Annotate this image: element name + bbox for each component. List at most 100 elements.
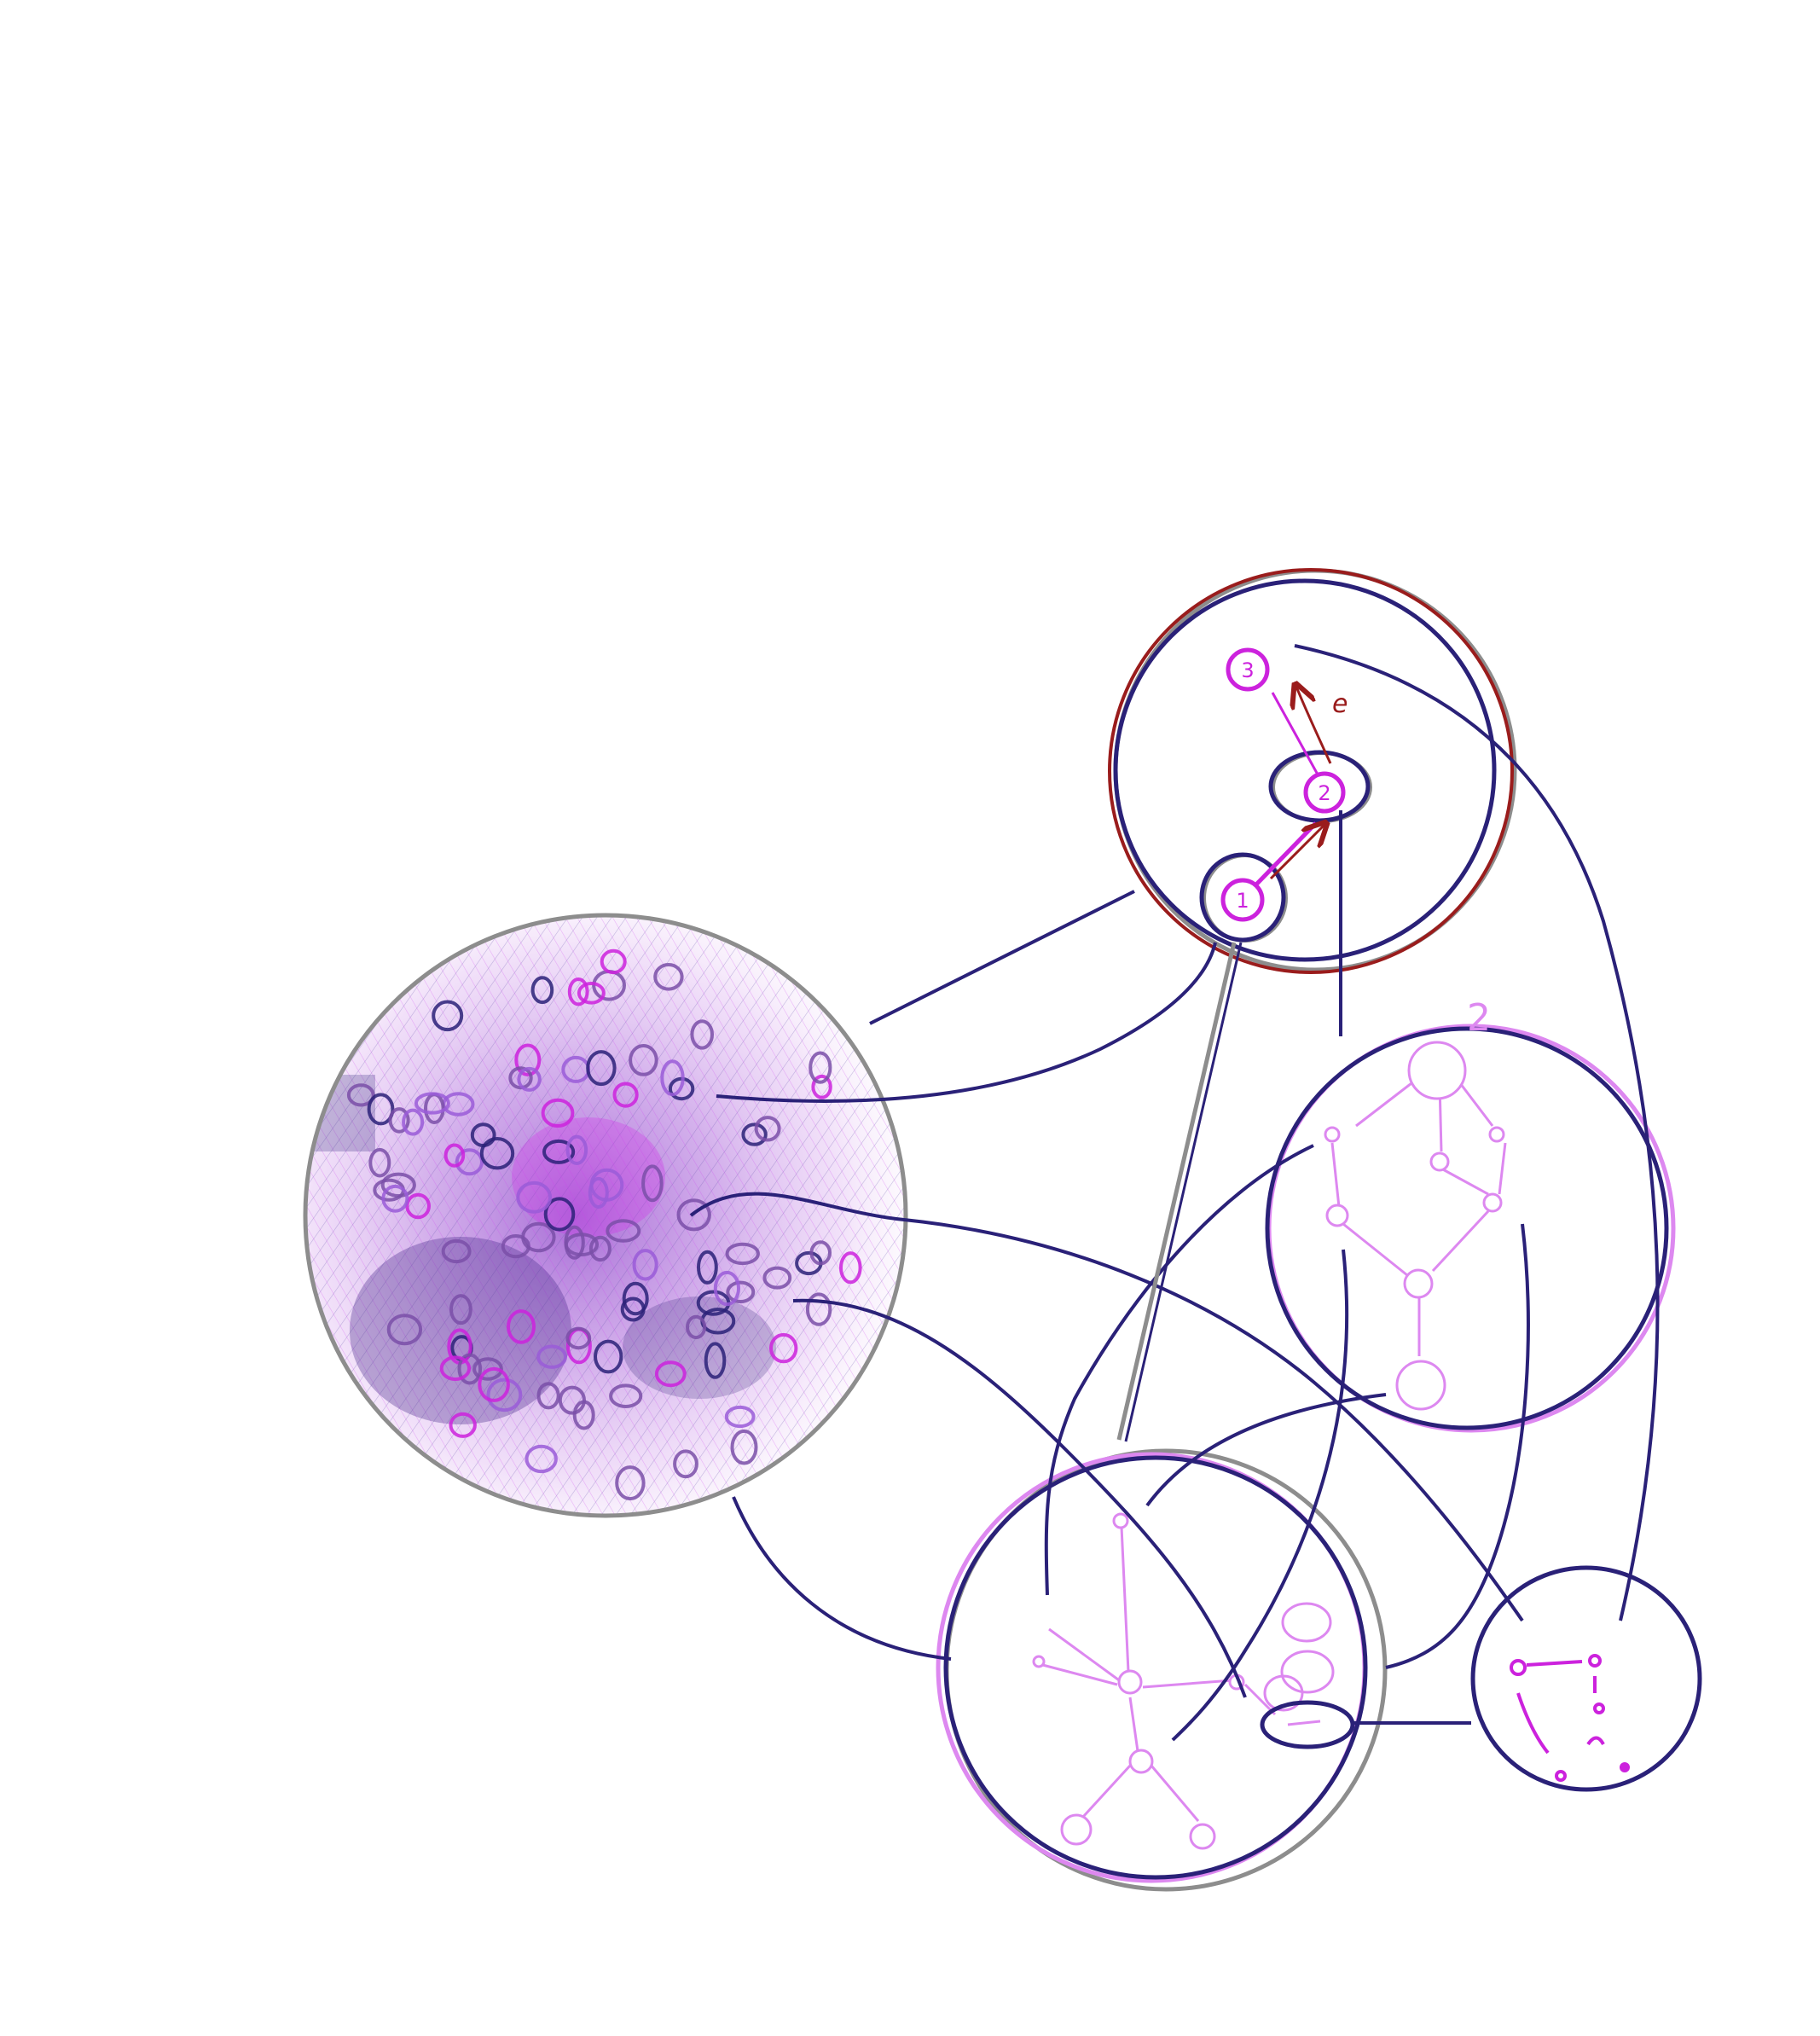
blob-node bbox=[455, 1148, 484, 1176]
blob-node bbox=[479, 1137, 515, 1170]
blob-node bbox=[439, 1355, 472, 1381]
blob-node bbox=[612, 1082, 639, 1108]
link-cluster2-bottom-b bbox=[1171, 1249, 1349, 1742]
top-cluster-outline-navy bbox=[1113, 578, 1497, 962]
blob-node bbox=[704, 1342, 727, 1379]
edge-label: e bbox=[1332, 689, 1348, 719]
blob-node bbox=[457, 1353, 483, 1385]
bottom-cluster-outline-navy bbox=[943, 1455, 1368, 1880]
blob-node bbox=[724, 1405, 756, 1429]
blob-node bbox=[600, 948, 627, 975]
blob-node bbox=[414, 1092, 450, 1115]
blob-node bbox=[405, 1192, 432, 1220]
inner-ring-1 bbox=[1199, 852, 1286, 943]
blob-node bbox=[805, 1292, 832, 1326]
bottom-cluster-nodes bbox=[1032, 1512, 1245, 1850]
blob-node bbox=[769, 1332, 798, 1364]
link-blob-node1 bbox=[716, 942, 1217, 1103]
blob-node bbox=[609, 1383, 643, 1408]
link-cluster2-bottom-c bbox=[1145, 1393, 1387, 1507]
blob-node bbox=[572, 1400, 595, 1430]
small-right-cluster-outline bbox=[1470, 1565, 1702, 1792]
blob-node bbox=[472, 1357, 503, 1381]
blob-node bbox=[516, 1180, 553, 1214]
blob-node bbox=[367, 1093, 395, 1126]
blob-node bbox=[514, 1043, 542, 1076]
blob-magenta-region bbox=[512, 1117, 665, 1237]
blob-node bbox=[441, 1238, 472, 1264]
link-blob-bottom bbox=[732, 1496, 952, 1661]
blob-node bbox=[730, 1429, 758, 1465]
blob-node bbox=[565, 1326, 592, 1350]
cluster-two: 2 bbox=[1265, 996, 1676, 1433]
blob-node bbox=[615, 1465, 646, 1501]
bottom-cluster bbox=[936, 1448, 1388, 1892]
blob-outline bbox=[303, 913, 908, 1518]
blob-node bbox=[486, 1378, 523, 1412]
small-right-filled-node bbox=[1620, 1762, 1630, 1772]
blob-node bbox=[622, 1281, 649, 1316]
cluster-two-outline-navy bbox=[1265, 1026, 1669, 1430]
blob-node bbox=[501, 1234, 530, 1259]
blob-node bbox=[629, 1044, 658, 1076]
cluster-two-nodes bbox=[1324, 1041, 1505, 1411]
blob-node bbox=[588, 1235, 611, 1262]
blob-node bbox=[346, 1083, 375, 1107]
blob-node bbox=[432, 1000, 464, 1032]
blob-node bbox=[381, 1184, 409, 1213]
blob-node bbox=[443, 1143, 466, 1168]
blob-node bbox=[386, 1314, 423, 1346]
blob-node bbox=[653, 963, 684, 991]
link-blob-top bbox=[869, 890, 1135, 1025]
blob-node bbox=[686, 1314, 707, 1340]
blob-node bbox=[564, 1225, 585, 1260]
edge-1-2 bbox=[1252, 821, 1318, 889]
blob-node bbox=[565, 1134, 588, 1166]
link-cluster2-bottom bbox=[1044, 1144, 1314, 1596]
blob-node bbox=[541, 1098, 575, 1128]
blob-node bbox=[762, 1266, 792, 1290]
blob-node bbox=[368, 1147, 391, 1178]
node-1 bbox=[1220, 878, 1265, 922]
blob-node bbox=[641, 1164, 664, 1203]
blob-node bbox=[517, 1066, 542, 1092]
blob-node bbox=[543, 1197, 576, 1232]
blob-node bbox=[754, 1116, 781, 1142]
blob-node bbox=[741, 1122, 768, 1146]
blob-node bbox=[588, 1176, 609, 1209]
blob-node bbox=[478, 1366, 510, 1402]
bottom-cluster-small-ovals bbox=[1263, 1602, 1335, 1712]
blob-node bbox=[542, 1139, 576, 1164]
blob-node bbox=[726, 1280, 756, 1304]
blob-node bbox=[606, 1219, 641, 1243]
edge-2-3 bbox=[1271, 692, 1319, 775]
blob-node bbox=[449, 1294, 472, 1325]
blob-node bbox=[660, 1059, 685, 1097]
cluster-two-graph bbox=[1330, 1073, 1507, 1356]
node-2-label: 2 bbox=[1318, 781, 1330, 805]
link-cluster2-bottom-d bbox=[1385, 1223, 1530, 1669]
bottom-cluster-graph bbox=[1035, 1526, 1277, 1822]
cluster-number-label: 2 bbox=[1467, 996, 1491, 1040]
blob-dark-region-2 bbox=[623, 1296, 776, 1399]
blob-node bbox=[536, 1382, 560, 1410]
link-top-smallright bbox=[1294, 644, 1660, 1621]
blob-node bbox=[673, 1449, 698, 1479]
link-blob-bottom-oval bbox=[792, 1298, 1247, 1698]
blob-node bbox=[525, 1444, 558, 1474]
connection-curves bbox=[689, 644, 1660, 1742]
blob-node bbox=[594, 1339, 623, 1374]
blob-node bbox=[632, 1249, 658, 1281]
blob-hatch-b bbox=[305, 915, 906, 1516]
edge-2-3-arrow bbox=[1296, 687, 1332, 764]
bottom-cluster-highlight-oval bbox=[1260, 1700, 1355, 1749]
node-1-label: 1 bbox=[1236, 889, 1249, 913]
cluster-two-hub-node bbox=[1407, 1041, 1467, 1100]
blob-node bbox=[402, 1108, 425, 1136]
blob-node bbox=[713, 1270, 741, 1307]
blob-node bbox=[811, 1074, 832, 1099]
blob-node bbox=[530, 976, 554, 1005]
dense-cluster-blob bbox=[303, 913, 908, 1518]
node-2 bbox=[1303, 771, 1346, 814]
